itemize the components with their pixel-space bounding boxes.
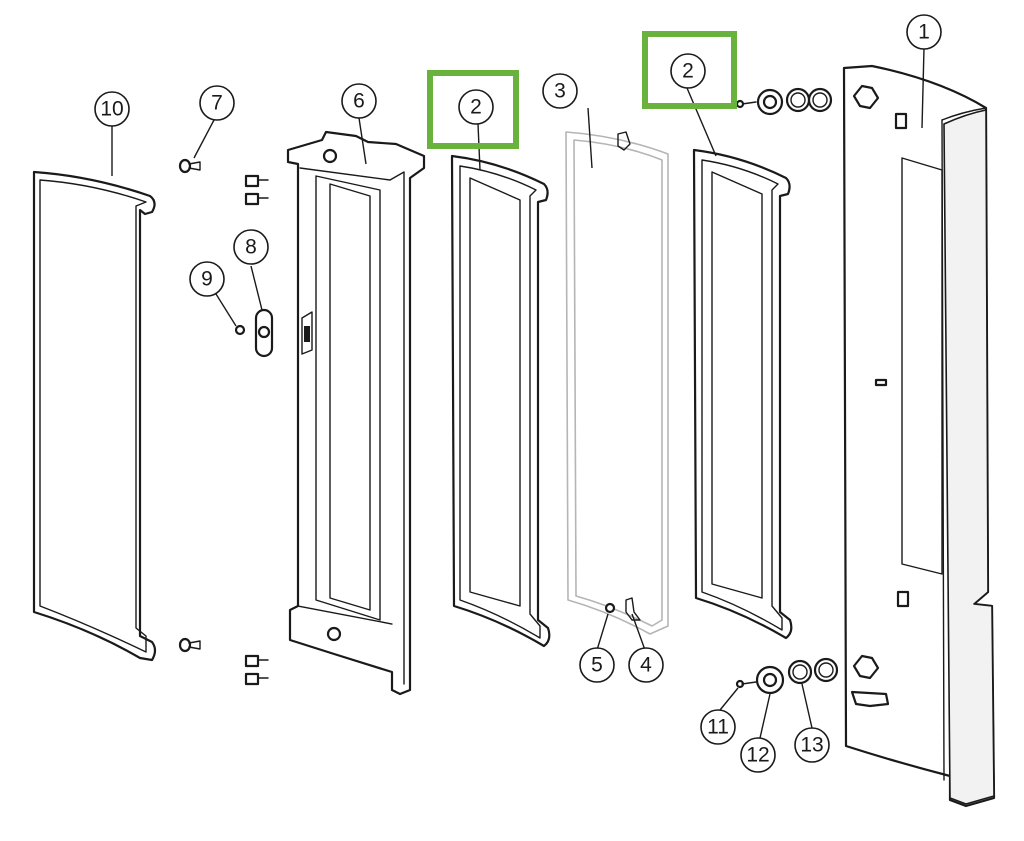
callouts: 1 2 2 3 4 5 6 7 — [94, 14, 942, 773]
svg-text:11: 11 — [707, 716, 729, 739]
callout-7: 7 — [199, 85, 235, 121]
callout-2-right: 2 — [670, 53, 706, 89]
part-12-roller — [755, 665, 785, 695]
svg-text:5: 5 — [591, 654, 603, 677]
svg-text:3: 3 — [554, 80, 566, 103]
part-11-screw — [735, 679, 757, 689]
callout-6: 6 — [341, 83, 377, 119]
svg-text:4: 4 — [640, 654, 652, 677]
part-1-main-housing — [842, 64, 996, 808]
svg-text:9: 9 — [201, 268, 213, 291]
svg-text:13: 13 — [800, 734, 823, 757]
part-2-inner-frame-left — [450, 154, 551, 648]
part-13-washers — [787, 657, 839, 685]
callout-5: 5 — [579, 647, 615, 683]
part-9-screw — [234, 324, 246, 336]
callout-8: 8 — [233, 229, 269, 265]
svg-text:1: 1 — [918, 21, 930, 44]
callout-4: 4 — [628, 647, 664, 683]
callout-3: 3 — [542, 73, 578, 109]
svg-text:10: 10 — [100, 98, 123, 121]
callout-11: 11 — [700, 709, 736, 745]
part-6-frame — [286, 130, 426, 696]
part-5-pin — [604, 602, 616, 614]
callout-13: 13 — [794, 727, 830, 763]
callout-1: 1 — [906, 14, 942, 50]
svg-text:6: 6 — [353, 90, 365, 113]
part-4-clip — [625, 597, 641, 621]
svg-text:2: 2 — [682, 60, 694, 83]
frame-screws — [244, 174, 269, 686]
part-7-screws — [178, 158, 201, 653]
part-10-cover-panel — [32, 170, 157, 662]
highlight-box-left — [427, 70, 519, 149]
callout-2-left: 2 — [458, 89, 494, 125]
callout-9: 9 — [189, 261, 225, 297]
svg-text:7: 7 — [211, 92, 223, 115]
svg-text:8: 8 — [245, 236, 257, 259]
svg-text:12: 12 — [746, 744, 769, 767]
callout-12: 12 — [740, 737, 776, 773]
part-3-glass-panel — [565, 131, 669, 635]
part-8-handle-plate — [254, 308, 274, 358]
highlight-boxes — [427, 31, 737, 149]
highlight-box-right — [642, 31, 737, 109]
part-2-inner-frame-right — [692, 148, 793, 640]
svg-text:2: 2 — [470, 96, 482, 119]
upper-roller-assembly — [735, 87, 833, 116]
leader-lines — [111, 47, 925, 739]
callout-10: 10 — [94, 91, 130, 127]
